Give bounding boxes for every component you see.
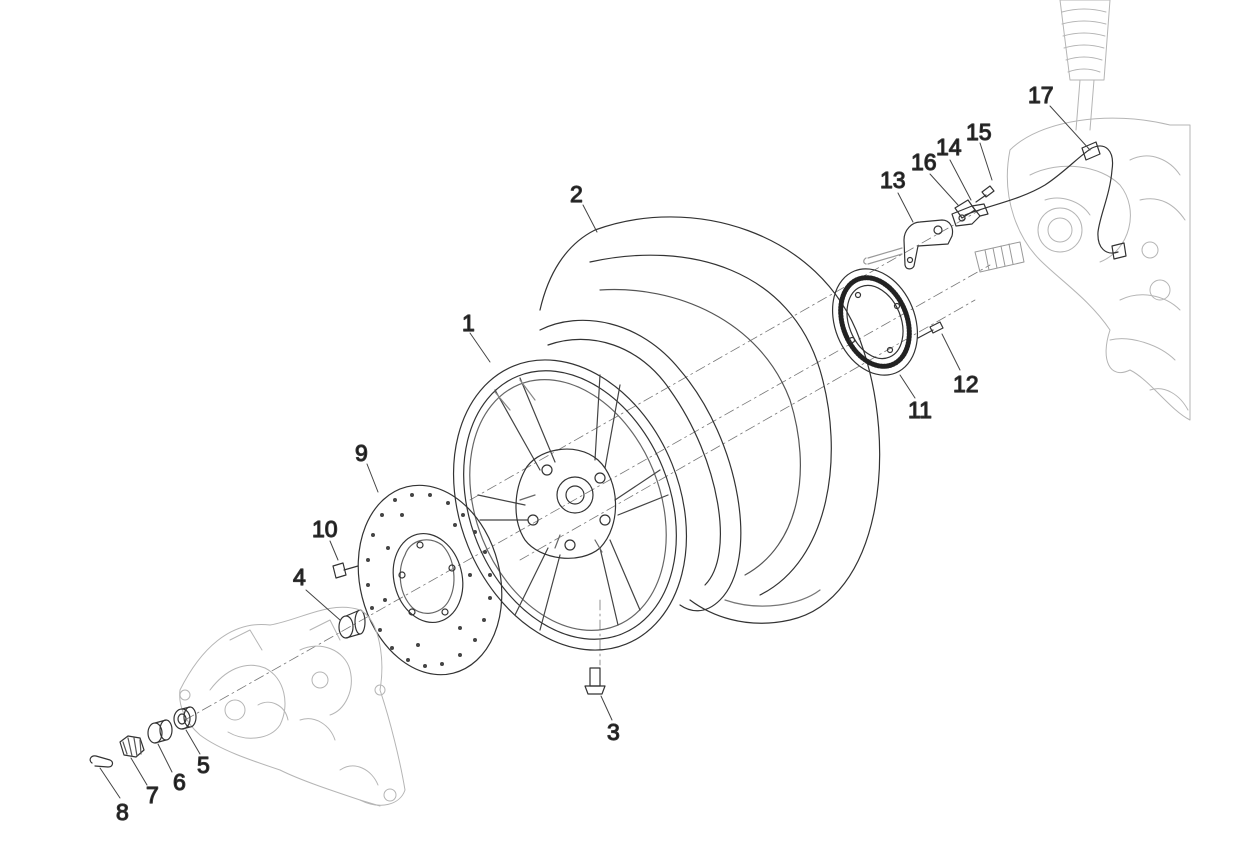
callout-5: 5 xyxy=(197,752,210,778)
wheel-hub xyxy=(515,448,617,559)
part-9-brake-disc xyxy=(357,484,503,676)
callout-6: 6 xyxy=(173,769,186,795)
callout-1: 1 xyxy=(462,310,475,336)
callout-labels: 1 2 3 4 5 6 7 8 9 10 11 12 13 14 15 16 1… xyxy=(115,81,1054,825)
callout-2: 2 xyxy=(570,181,583,207)
leader-lines xyxy=(99,105,1091,799)
rim-spokes xyxy=(477,374,669,631)
part-13-sensor-bracket xyxy=(903,219,954,270)
part-3-valve-bolt xyxy=(584,667,606,695)
part-10-disc-screw xyxy=(332,562,359,579)
swingarm-caliper xyxy=(179,606,406,807)
part-6-washer xyxy=(147,719,173,744)
part-1-wheel-rim xyxy=(452,319,742,651)
rear-engine-assembly xyxy=(974,0,1191,421)
callout-14: 14 xyxy=(936,134,962,160)
callout-7: 7 xyxy=(146,782,159,808)
part-17-abs-sensor-cable xyxy=(964,141,1127,260)
callout-11: 11 xyxy=(908,397,932,423)
callout-17: 17 xyxy=(1028,82,1054,108)
part-15-screw xyxy=(975,185,995,203)
part-8-cotter-pin xyxy=(89,755,114,768)
callout-9: 9 xyxy=(355,440,368,466)
callout-12: 12 xyxy=(953,371,979,397)
callout-15: 15 xyxy=(966,119,992,145)
part-16-abs-sensor xyxy=(951,203,989,227)
callout-4: 4 xyxy=(293,564,306,590)
bracket-pin xyxy=(863,247,903,265)
callout-3: 3 xyxy=(607,719,620,745)
part-14-cable-clip xyxy=(954,199,976,219)
callout-16: 16 xyxy=(911,149,937,175)
shock-absorber xyxy=(1059,0,1111,131)
part-11-abs-tone-ring xyxy=(831,268,919,376)
callout-10: 10 xyxy=(312,516,338,542)
part-5-bearing xyxy=(173,706,197,730)
disc-holes xyxy=(366,493,492,668)
part-7-axle-nut xyxy=(119,735,145,758)
part-12-screw xyxy=(917,321,944,339)
callout-8: 8 xyxy=(116,799,129,825)
part-4-spacer xyxy=(338,609,366,639)
axis-centerlines xyxy=(184,209,991,721)
part-2-tyre xyxy=(539,216,881,624)
callout-13: 13 xyxy=(880,167,906,193)
